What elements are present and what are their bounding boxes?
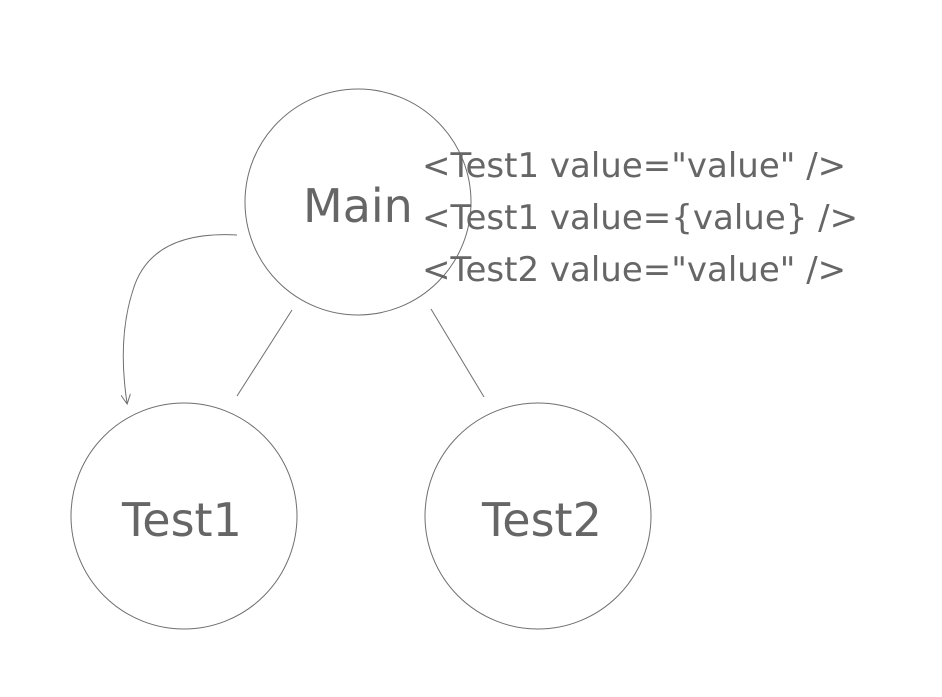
node-main: Main bbox=[244, 88, 472, 316]
code-line-1: <Test1 value="value" /> bbox=[422, 146, 846, 186]
node-main-circle bbox=[244, 88, 472, 316]
node-test2-circle bbox=[424, 402, 652, 630]
node-test1-circle bbox=[70, 402, 298, 630]
node-test2-label: Test2 bbox=[481, 493, 602, 547]
curved-arrow-main-to-test1 bbox=[123, 234, 238, 403]
node-test1: Test1 bbox=[70, 402, 298, 630]
node-test2: Test2 bbox=[424, 402, 652, 630]
code-annotations: <Test1 value="value" /> <Test1 value={va… bbox=[422, 146, 858, 290]
node-main-label: Main bbox=[303, 179, 413, 233]
code-line-3: <Test2 value="value" /> bbox=[422, 250, 846, 290]
node-test1-label: Test1 bbox=[121, 493, 242, 547]
edge-main-test1 bbox=[236, 309, 293, 397]
edge-main-test2 bbox=[430, 308, 485, 398]
code-line-2: <Test1 value={value} /> bbox=[422, 198, 858, 238]
